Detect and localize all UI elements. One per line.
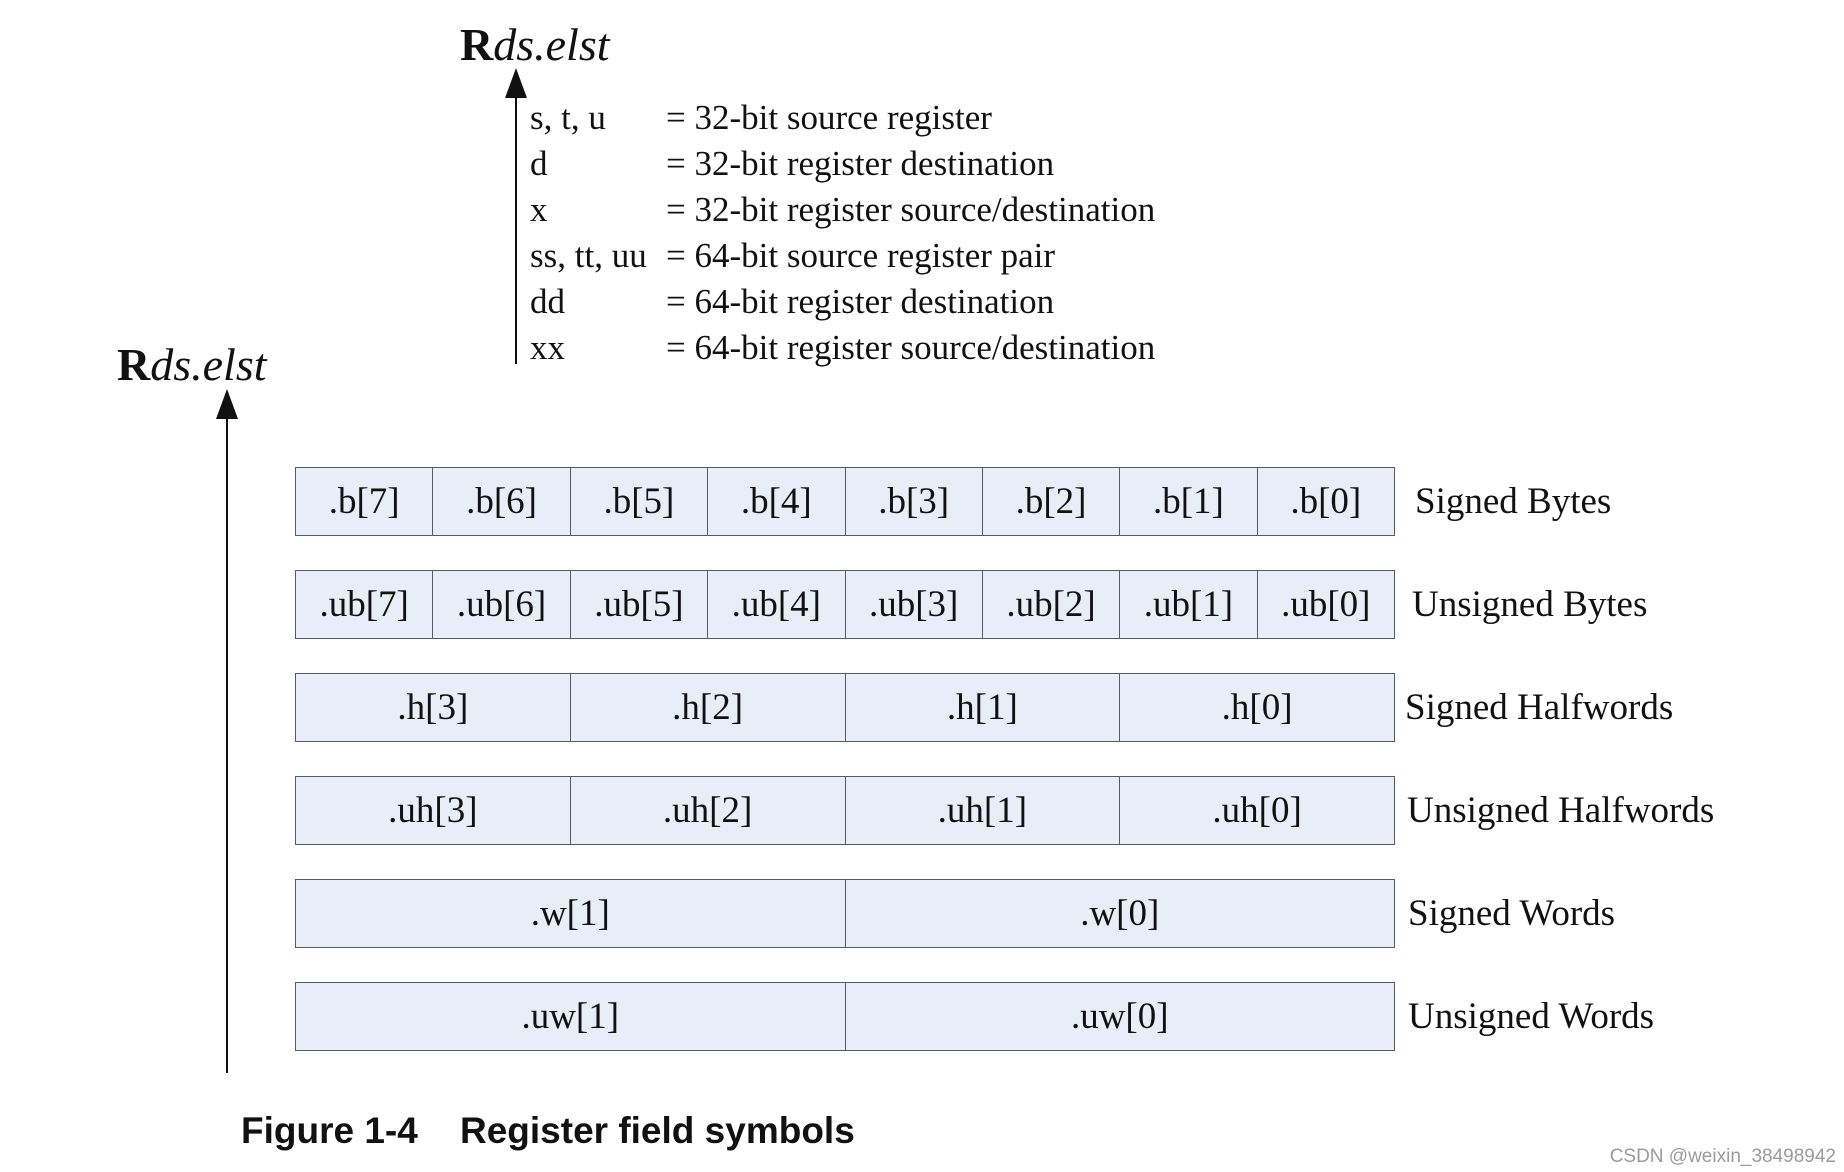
figure-caption: Figure 1-4 Register field symbols	[241, 1112, 855, 1149]
register-row: .uh[3].uh[2].uh[1] .uh[0]	[295, 776, 1395, 845]
register-label-suffix: ds.elst	[493, 19, 610, 70]
register-field-cell: .b[1]	[1120, 468, 1258, 535]
register-field-cell: .ub[0]	[1281, 584, 1371, 625]
register-row: .ub[7].ub[6].ub[5].ub[4].ub[3].ub[2].ub[…	[295, 570, 1395, 639]
register-field-cell: .w[0]	[1080, 893, 1160, 934]
legend-description: = 64-bit register source/destination	[666, 328, 1156, 367]
register-field-cell: .ub[2]	[983, 571, 1121, 638]
register-field-cell: .uh[1]	[846, 777, 1121, 844]
legend-symbol: s, t, u	[530, 98, 606, 137]
top-arrow-head	[505, 68, 527, 98]
register-field-cell: .h[1]	[846, 674, 1121, 741]
register-row-type-label: Signed Bytes	[1415, 481, 1612, 522]
register-label-prefix: R	[117, 339, 151, 390]
register-field-cell: .b[5]	[571, 468, 709, 535]
register-field-cell: .ub[4]	[708, 571, 846, 638]
register-field-cell: .ub[5]	[571, 571, 709, 638]
legend-description: = 32-bit register destination	[666, 144, 1055, 183]
register-field-cell: .h[3]	[296, 674, 571, 741]
register-field-cell: .uw[1]	[296, 983, 846, 1050]
register-field-cell: .uh[0]	[1212, 790, 1302, 831]
register-label-suffix: ds.elst	[150, 339, 267, 390]
register-field-cell: .w[1]	[296, 880, 846, 947]
legend-description: = 32-bit register source/destination	[666, 190, 1156, 229]
register-field-cell: .b[3]	[846, 468, 983, 535]
legend-symbol: ss, tt, uu	[530, 236, 647, 275]
register-label-left: Rds.elst	[117, 342, 267, 388]
register-field-cell: .b[4]	[708, 468, 846, 535]
legend-symbol: dd	[530, 282, 565, 321]
register-field-cell: .uh[2]	[571, 777, 846, 844]
register-row-type-label: Unsigned Bytes	[1412, 584, 1648, 625]
legend-description: = 64-bit register destination	[666, 282, 1055, 321]
legend-description: = 32-bit source register	[666, 98, 992, 137]
register-field-cell: .uh[3]	[296, 777, 571, 844]
legend-symbol: x	[530, 190, 548, 229]
register-row-type-label: Signed Words	[1408, 893, 1616, 934]
register-label-prefix: R	[460, 19, 494, 70]
register-field-cell: .h[2]	[571, 674, 846, 741]
register-row: .b[7].b[6].b[5].b[4].b[3].b[2].b[1] .b[0]	[295, 467, 1395, 536]
register-row: .h[3].h[2].h[1] .h[0]	[295, 673, 1395, 742]
legend-description: = 64-bit source register pair	[666, 236, 1056, 275]
left-arrow-line	[226, 417, 228, 1073]
register-row-type-label: Signed Halfwords	[1405, 687, 1674, 728]
legend-symbol: d	[530, 144, 548, 183]
top-arrow-line	[515, 96, 517, 364]
register-field-cell: .uw[0]	[1070, 996, 1169, 1037]
register-field-cell: .ub[3]	[846, 571, 983, 638]
figure-number: Figure 1-4	[241, 1110, 418, 1151]
register-row-type-label: Unsigned Halfwords	[1407, 790, 1715, 831]
legend-symbol: xx	[530, 328, 565, 367]
register-field-cell: .b[2]	[983, 468, 1121, 535]
register-field-cell: .b[0]	[1290, 481, 1362, 522]
register-field-cell: .ub[1]	[1120, 571, 1258, 638]
register-row-type-label: Unsigned Words	[1408, 996, 1655, 1037]
register-field-cell: .b[6]	[433, 468, 571, 535]
register-label-top: Rds.elst	[460, 22, 610, 68]
register-field-cell: .h[0]	[1221, 687, 1293, 728]
watermark: CSDN @weixin_38498942	[1609, 1146, 1836, 1167]
register-row: .w[1] .w[0]	[295, 879, 1395, 948]
register-field-cell: .ub[6]	[433, 571, 571, 638]
figure-title: Register field symbols	[460, 1110, 855, 1151]
register-row: .uw[1] .uw[0]	[295, 982, 1395, 1051]
left-arrow-head	[216, 389, 238, 419]
register-field-cell: .ub[7]	[296, 571, 434, 638]
register-field-cell: .b[7]	[296, 468, 434, 535]
